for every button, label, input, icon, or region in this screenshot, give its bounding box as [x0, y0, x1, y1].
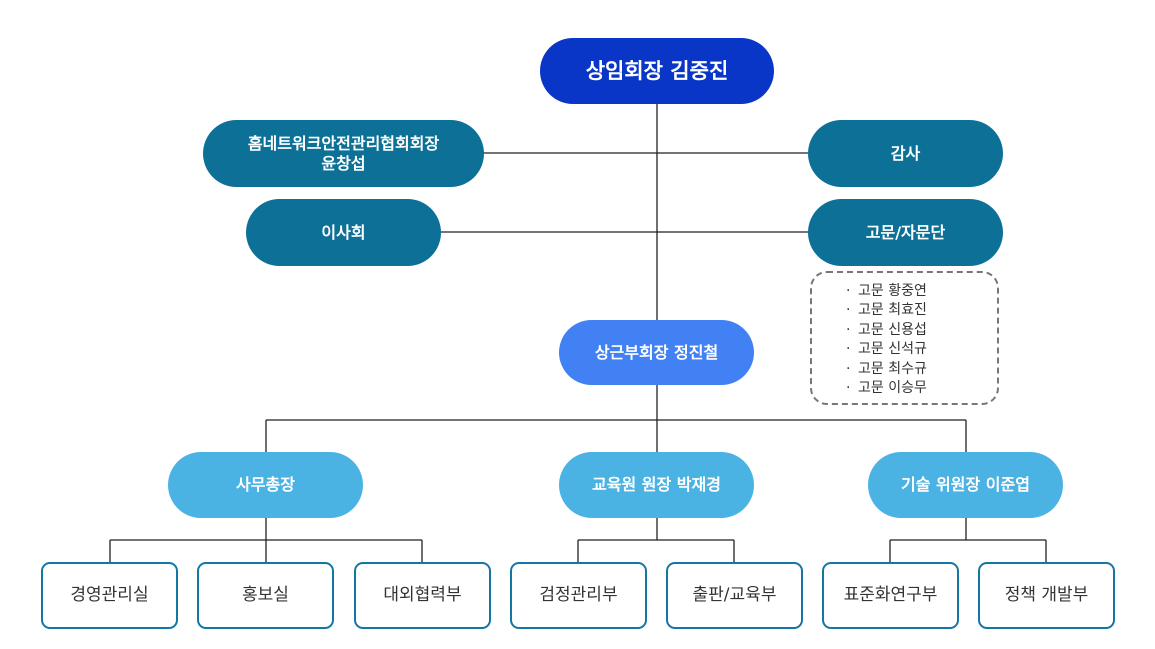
- advisory-group-node: 고문/자문단: [808, 199, 1003, 266]
- dept-certification: 검정관리부: [510, 562, 647, 629]
- advisor-item: 고문 황중연: [858, 282, 997, 301]
- dept-policy-development: 정책 개발부: [978, 562, 1115, 629]
- dept-standardization: 표준화연구부: [822, 562, 959, 629]
- home-network-assoc-node: 홈네트워크안전관리협회회장 윤창섭: [203, 120, 484, 187]
- division-label: 사무총장: [236, 475, 295, 494]
- chairman-label: 상임회장 김중진: [585, 58, 729, 83]
- division-label: 기술 위원장 이준엽: [901, 475, 1030, 494]
- board-label: 이사회: [321, 222, 366, 242]
- board-node: 이사회: [246, 199, 441, 266]
- advisor-item: 고문 최수규: [858, 360, 997, 379]
- dept-label: 경영관리실: [70, 584, 149, 605]
- dept-label: 검정관리부: [539, 584, 618, 605]
- chairman-node: 상임회장 김중진: [540, 38, 774, 104]
- advisor-item: 고문 최효진: [858, 301, 997, 320]
- auditor-label: 감사: [890, 143, 921, 163]
- dept-management: 경영관리실: [41, 562, 178, 629]
- dept-publishing-education: 출판/교육부: [666, 562, 803, 629]
- division-label: 교육원 원장 박재경: [592, 475, 721, 494]
- auditor-node: 감사: [808, 120, 1003, 187]
- dept-pr: 홍보실: [197, 562, 334, 629]
- advisors-list: 고문 황중연 고문 최효진 고문 신용섭 고문 신석규 고문 최수규 고문 이승…: [810, 271, 999, 405]
- advisory-group-label: 고문/자문단: [865, 222, 946, 242]
- division-education-institute: 교육원 원장 박재경: [559, 452, 754, 518]
- division-secretary-general: 사무총장: [168, 452, 363, 518]
- division-technical-committee: 기술 위원장 이준엽: [868, 452, 1063, 518]
- advisor-item: 고문 이승무: [858, 379, 997, 398]
- dept-label: 홍보실: [242, 584, 289, 605]
- advisor-item: 고문 신석규: [858, 340, 997, 359]
- dept-label: 출판/교육부: [692, 584, 777, 605]
- advisor-item: 고문 신용섭: [858, 321, 997, 340]
- vice-chairman-node: 상근부회장 정진철: [559, 320, 754, 385]
- dept-label: 정책 개발부: [1004, 584, 1089, 605]
- dept-label: 대외협력부: [383, 584, 462, 605]
- dept-label: 표준화연구부: [843, 584, 938, 605]
- home-network-assoc-title: 홈네트워크안전관리협회회장: [247, 133, 440, 153]
- dept-external-cooperation: 대외협력부: [354, 562, 491, 629]
- home-network-assoc-name: 윤창섭: [321, 153, 366, 173]
- vice-chairman-label: 상근부회장 정진철: [594, 342, 719, 362]
